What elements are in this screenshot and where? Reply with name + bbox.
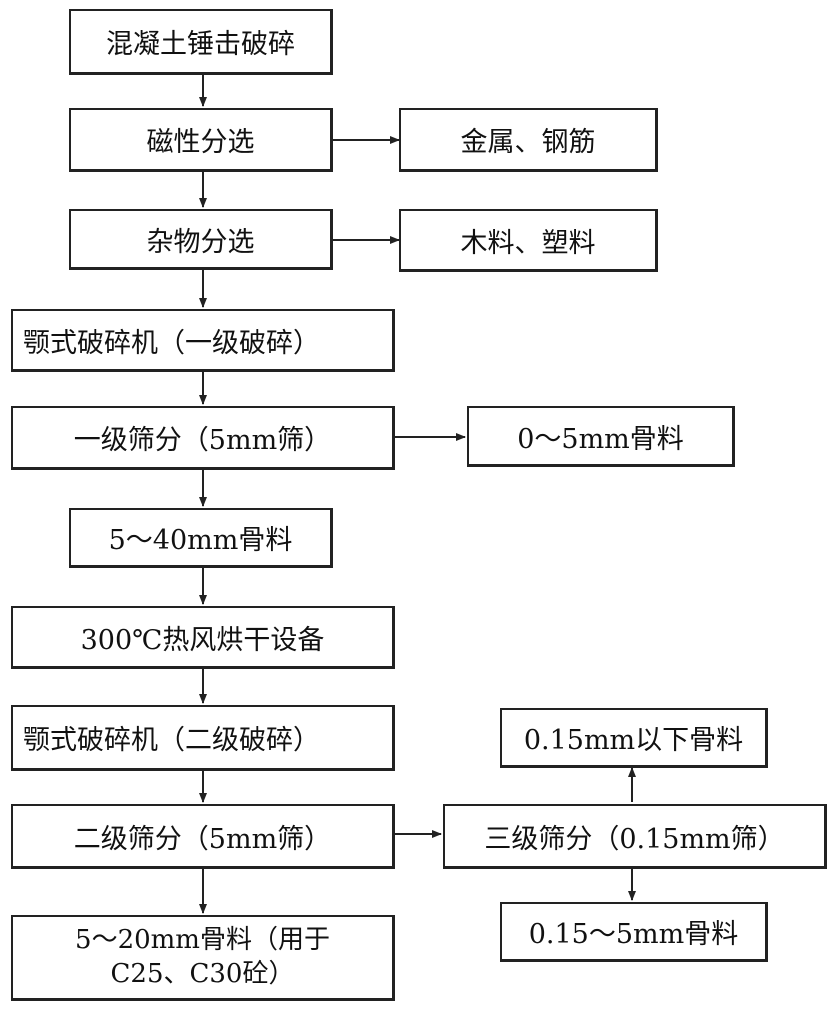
- node-magnetic-separation: 磁性分选: [69, 108, 333, 172]
- node-jaw-crusher-primary: 颚式破碎机（一级破碎）: [11, 309, 395, 372]
- node-primary-screening: 一级筛分（5mm筛）: [11, 406, 395, 470]
- node-tertiary-screening-label: 三级筛分（0.15mm筛）: [484, 823, 785, 855]
- node-aggregate-5-20mm-line2: C25、C30砼）: [110, 958, 295, 989]
- node-aggregate-5-20mm: 5～20mm骨料（用于 C25、C30砼）: [11, 915, 395, 1001]
- node-wood-plastic: 木料、塑料: [399, 209, 658, 272]
- node-metal-rebar-label: 金属、钢筋: [460, 127, 596, 158]
- node-aggregate-0-5mm: 0～5mm骨料: [467, 406, 735, 467]
- node-secondary-screening: 二级筛分（5mm筛）: [11, 804, 395, 869]
- node-secondary-screening-label: 二级筛分（5mm筛）: [73, 823, 332, 855]
- node-aggregate-below-015mm-label: 0.15mm以下骨料: [523, 725, 744, 756]
- node-aggregate-015-5mm-label: 0.15～5mm骨料: [528, 919, 739, 950]
- node-aggregate-015-5mm: 0.15～5mm骨料: [500, 902, 768, 962]
- node-aggregate-5-40mm-label: 5～40mm骨料: [108, 525, 293, 556]
- node-primary-screening-label: 一级筛分（5mm筛）: [73, 425, 332, 456]
- node-sundry-separation: 杂物分选: [69, 209, 333, 270]
- node-magnetic-separation-label: 磁性分选: [146, 127, 255, 158]
- node-aggregate-0-5mm-label: 0～5mm骨料: [517, 423, 684, 455]
- node-sundry-separation-label: 杂物分选: [146, 226, 255, 258]
- node-concrete-crushing-label: 混凝土锤击破碎: [106, 29, 295, 60]
- node-wood-plastic-label: 木料、塑料: [460, 227, 596, 259]
- node-aggregate-below-015mm: 0.15mm以下骨料: [500, 708, 768, 768]
- node-hot-air-dryer: 300℃热风烘干设备: [11, 606, 395, 669]
- node-metal-rebar: 金属、钢筋: [399, 108, 658, 172]
- node-jaw-crusher-secondary-label: 颚式破碎机（二级破碎）: [23, 725, 320, 756]
- node-concrete-crushing: 混凝土锤击破碎: [69, 9, 333, 75]
- node-hot-air-dryer-label: 300℃热风烘干设备: [80, 624, 325, 656]
- node-jaw-crusher-secondary: 颚式破碎机（二级破碎）: [11, 705, 395, 771]
- node-jaw-crusher-primary-label: 颚式破碎机（一级破碎）: [23, 327, 320, 359]
- node-aggregate-5-20mm-line1: 5～20mm骨料（用于: [75, 925, 330, 956]
- node-tertiary-screening: 三级筛分（0.15mm筛）: [443, 804, 827, 869]
- node-aggregate-5-40mm: 5～40mm骨料: [69, 508, 333, 568]
